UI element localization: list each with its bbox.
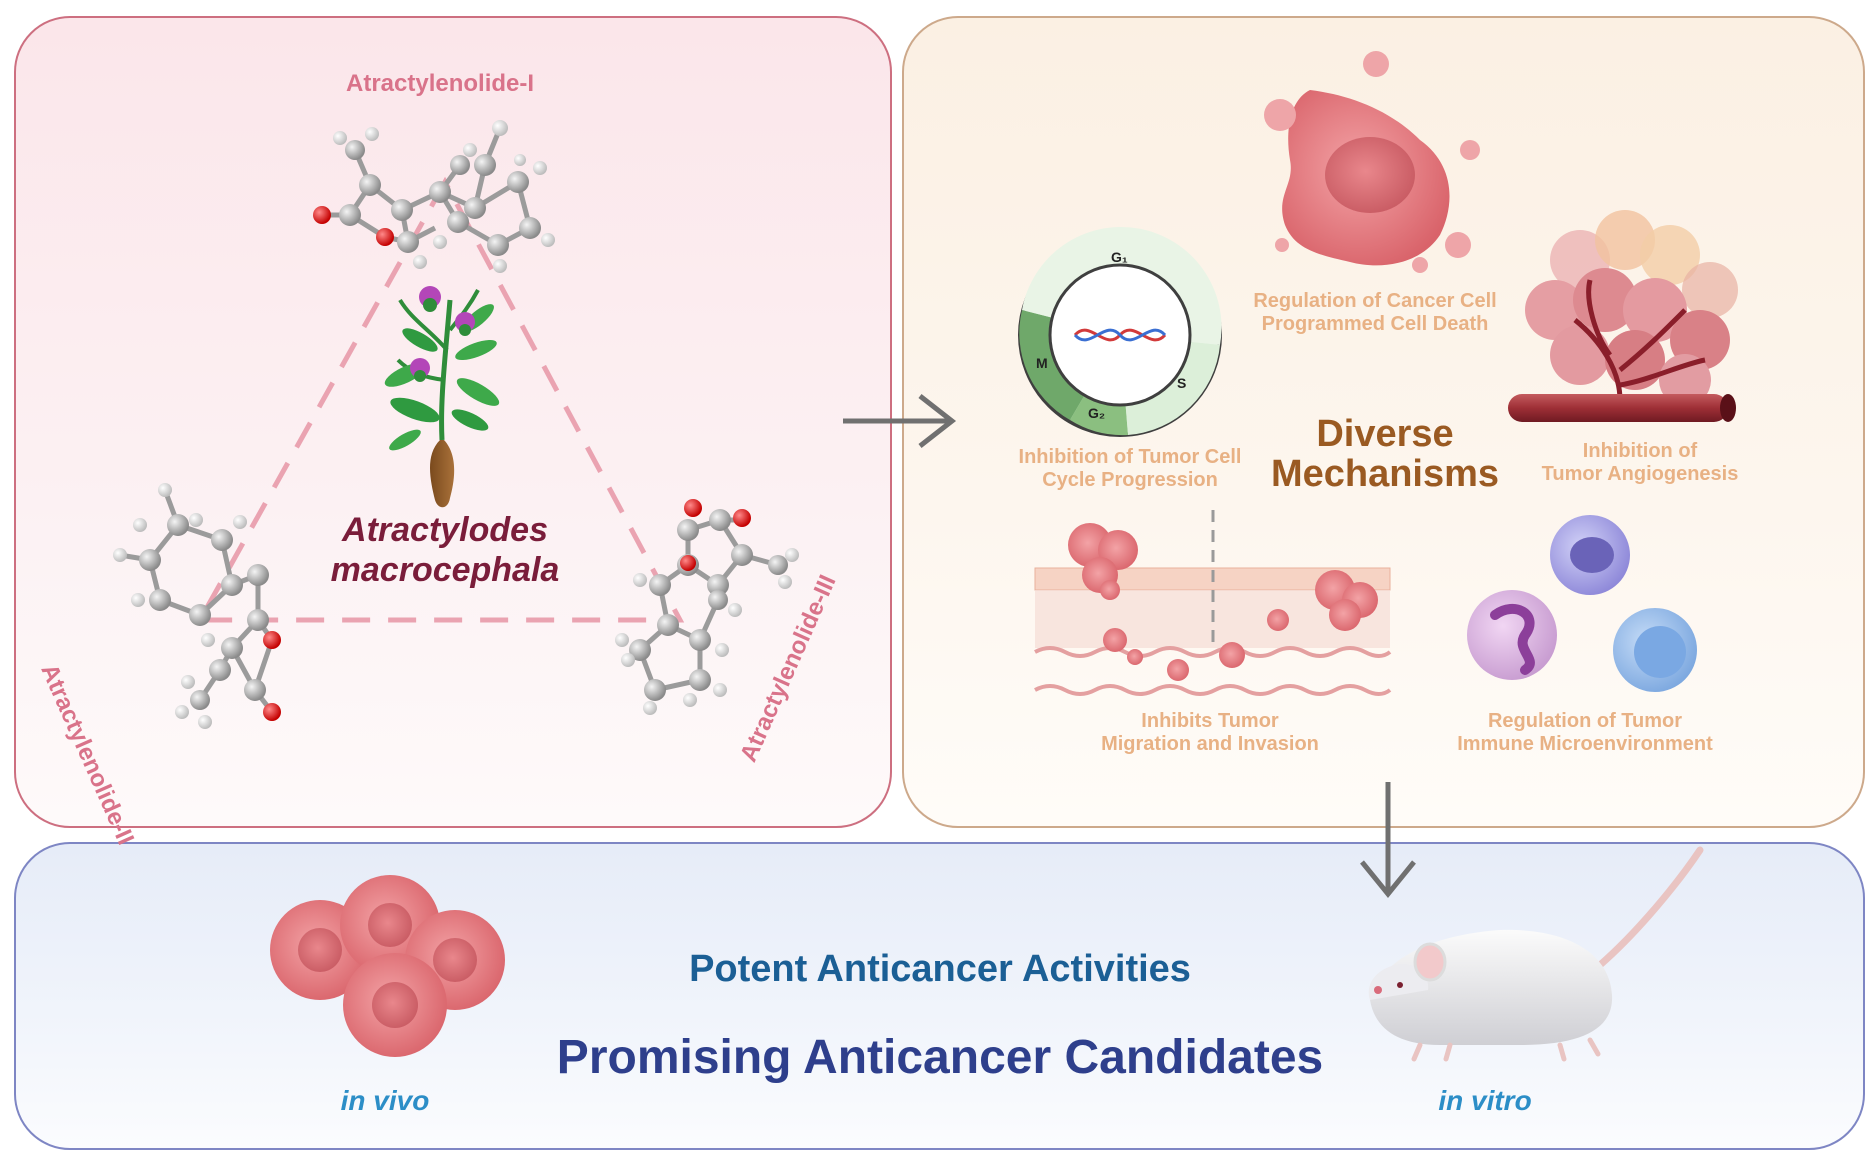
atractylenolide-i-atoms (313, 120, 555, 273)
apoptotic-cell-icon (1264, 51, 1480, 273)
dashed-triangle (195, 176, 685, 623)
arrow-down-icon (1360, 782, 1416, 898)
mechanisms-title: Diverse Mechanisms (1255, 414, 1515, 494)
atractylenolide-iii-atoms (615, 499, 799, 715)
mechanism-migration-line-1: Inhibits Tumor (1141, 710, 1279, 732)
mechanism-cell-cycle-line-2: Cycle Progression (1042, 469, 1218, 491)
tumor-migration-icon (1034, 510, 1392, 696)
mechanism-cell-cycle-line-1: Inhibition of Tumor Cell (1018, 446, 1242, 468)
mechanism-cell-cycle-label: Inhibition of Tumor Cell Cycle Progressi… (1000, 446, 1260, 492)
plant-name: Atractylodes macrocephala (325, 510, 565, 590)
mouse-icon (1368, 846, 1704, 1062)
tumor-cells-icon (270, 875, 505, 1057)
phase-g2-label: G₂ (1088, 405, 1106, 421)
mechanism-angiogenesis-label: Inhibition of Tumor Angiogenesis (1525, 440, 1755, 486)
candidates-text: Promising Anticancer Candidates (556, 1031, 1324, 1084)
mechanism-cell-death-line-2: Programmed Cell Death (1261, 313, 1489, 335)
mechanism-immune-line-1: Regulation of Tumor (1487, 710, 1683, 732)
cell-cycle-diagram (1018, 226, 1222, 437)
mechanism-cell-death-label: Regulation of Cancer Cell Programmed Cel… (1240, 290, 1510, 336)
mechanism-immune-label: Regulation of Tumor Immune Microenvironm… (1440, 710, 1730, 756)
in-vivo-label: in vivo (340, 1085, 430, 1116)
immune-cells-icon (1467, 515, 1697, 692)
mechanism-cell-death-line-1: Regulation of Cancer Cell (1253, 290, 1497, 312)
phase-g1-label: G₁ (1111, 249, 1128, 265)
atractylenolide-iii-molecule (637, 517, 779, 693)
phase-s-label: S (1177, 375, 1187, 391)
mechanism-immune-line-2: Immune Microenvironment (1457, 733, 1713, 755)
mechanisms-title-line-1: Diverse (1316, 413, 1454, 455)
activity-text: Potent Anticancer Activities (689, 948, 1191, 990)
plant-name-line-1: Atractylodes (342, 511, 548, 549)
compounds-panel (14, 16, 892, 828)
mechanisms-title-line-2: Mechanisms (1270, 453, 1500, 495)
phase-m-label: M (1036, 355, 1048, 371)
in-vitro-label: in vitro (1438, 1085, 1532, 1116)
mechanism-angiogenesis-line-1: Inhibition of (1582, 440, 1698, 462)
plant-name-line-2: macrocephala (330, 551, 560, 589)
mechanism-migration-line-2: Migration and Invasion (1101, 733, 1319, 755)
compound-1-label: Atractylenolide-I (346, 70, 535, 97)
arrow-right-icon (843, 394, 957, 448)
mechanism-migration-label: Inhibits Tumor Migration and Invasion (1080, 710, 1340, 756)
plant-illustration (384, 286, 500, 508)
mechanism-angiogenesis-line-2: Tumor Angiogenesis (1541, 463, 1739, 485)
atractylenolide-ii-atoms (113, 483, 281, 729)
tumor-angiogenesis-icon (1508, 210, 1738, 422)
